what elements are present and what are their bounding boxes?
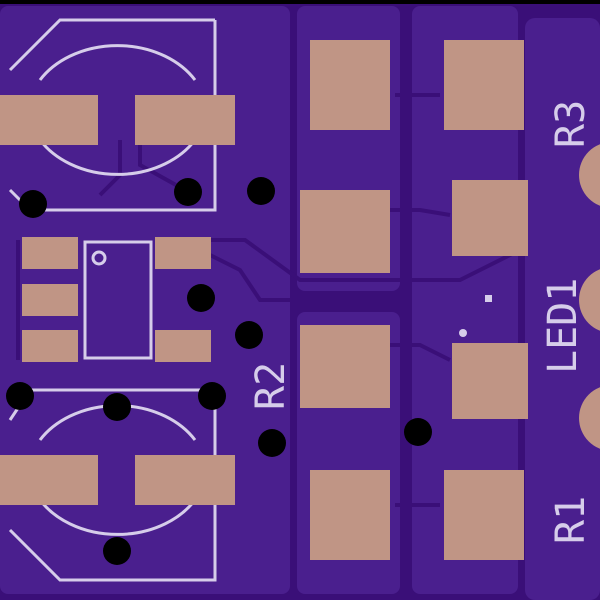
pad-ic-l1 xyxy=(22,237,78,269)
pad-r3-a xyxy=(310,40,390,130)
silk-bot-arc-2 xyxy=(38,499,197,536)
pads xyxy=(0,40,600,560)
via-3 xyxy=(247,177,275,205)
label-r3: R3 xyxy=(548,100,594,148)
via-8 xyxy=(198,382,226,410)
pad-bot-right xyxy=(135,455,235,505)
designators: R3 LED1 R2 R1 xyxy=(248,100,594,544)
via-5 xyxy=(235,321,263,349)
via-6 xyxy=(6,382,34,410)
pad-top-left xyxy=(0,95,98,145)
pad-r2-b xyxy=(300,325,390,408)
trace-3 xyxy=(210,238,521,282)
label-r1: R1 xyxy=(548,496,594,544)
via-4 xyxy=(187,284,215,312)
silk-ic-pin1 xyxy=(91,250,107,266)
via-7 xyxy=(103,393,131,421)
via-2 xyxy=(174,178,202,206)
label-led1: LED1 xyxy=(540,278,586,374)
board-edge-top xyxy=(0,0,600,4)
vias xyxy=(6,177,432,565)
silk-ic-body xyxy=(83,240,153,360)
led-dot-1 xyxy=(485,295,492,302)
via-1 xyxy=(19,190,47,218)
pad-ic-r3 xyxy=(155,330,211,362)
pad-r2-a xyxy=(300,190,390,273)
pad-r3-b xyxy=(444,40,524,130)
trace-1 xyxy=(138,140,186,192)
trace-5 xyxy=(390,208,451,217)
pad-ic-r1 xyxy=(155,237,211,269)
pad-bot-left xyxy=(0,455,98,505)
led-dot-2 xyxy=(459,329,467,337)
led-dots xyxy=(459,295,492,337)
silk-top-arc-2 xyxy=(38,139,197,176)
pad-ic-l3 xyxy=(22,330,78,362)
pad-top-right xyxy=(135,95,235,145)
silk-top-arc xyxy=(38,44,197,81)
via-9 xyxy=(258,429,286,457)
edge-pad-2 xyxy=(579,269,600,331)
pour-left xyxy=(0,6,290,594)
via-11 xyxy=(103,537,131,565)
pad-r1-b xyxy=(444,470,524,560)
edge-pad-1 xyxy=(579,144,600,206)
pad-led1-b xyxy=(452,343,528,419)
pad-led1-a xyxy=(452,180,528,256)
label-r2: R2 xyxy=(248,362,294,410)
trace-6 xyxy=(390,343,451,362)
pad-r1-a xyxy=(310,470,390,560)
silk-top-frame-2 xyxy=(8,18,215,72)
pour-right xyxy=(412,6,518,594)
edge-pad-3 xyxy=(579,387,600,449)
trace-4 xyxy=(209,253,380,302)
pad-ic-l2 xyxy=(22,284,78,316)
via-10 xyxy=(404,418,432,446)
